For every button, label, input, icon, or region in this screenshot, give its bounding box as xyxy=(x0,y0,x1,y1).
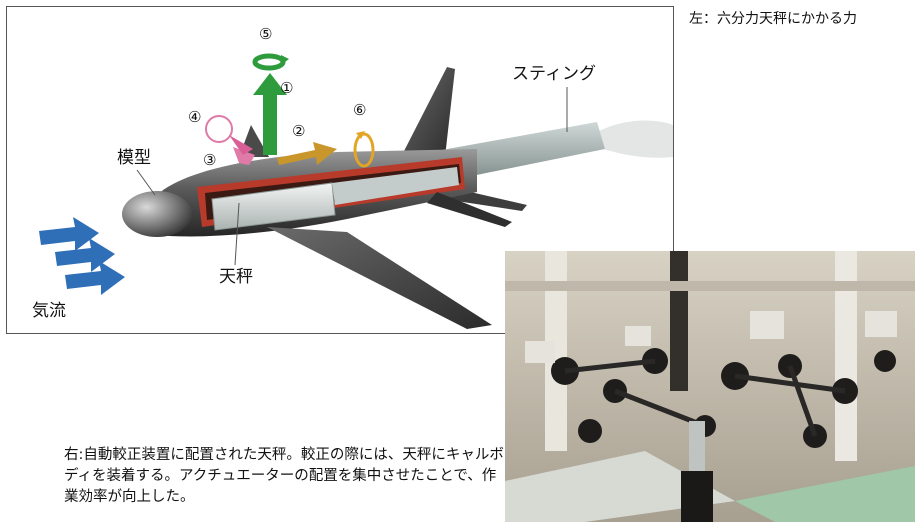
force-number-6: ⑥ xyxy=(353,101,367,119)
force-number-1: ① xyxy=(280,79,294,97)
airflow-label: 気流 xyxy=(32,301,66,321)
force-1-arrow xyxy=(253,73,287,155)
force-5-arrow xyxy=(252,53,289,71)
tail-fin xyxy=(402,67,455,157)
airflow-arrows xyxy=(39,217,125,295)
force-number-3: ③ xyxy=(203,151,217,169)
sting-label: スティング xyxy=(512,64,596,84)
force-number-5: ⑤ xyxy=(259,25,273,43)
force-4-arrow xyxy=(205,115,255,165)
force-2-arrow xyxy=(277,142,337,165)
force-number-4: ④ xyxy=(188,108,202,126)
force-number-2: ② xyxy=(292,122,306,140)
sting-plume xyxy=(597,120,673,158)
nose-cone xyxy=(122,191,192,237)
model-label: 模型 xyxy=(117,148,151,168)
calibration-apparatus-photo xyxy=(505,251,915,522)
aircraft-model-illustration xyxy=(39,53,673,329)
right-caption: 右:自動較正装置に配置された天秤。較正の際には、天秤にキャルボディを装着する。ア… xyxy=(64,447,504,505)
near-wing xyxy=(267,227,492,329)
balance-label: 天秤 xyxy=(219,267,253,287)
force-6-arrow xyxy=(353,131,375,168)
force-diagram-panel: 模型 天秤 気流 スティング ① ② ③ ④ ⑤ ⑥ xyxy=(6,6,674,334)
left-caption: 左：六分力天秤にかかる力 xyxy=(689,11,857,27)
balance-body xyxy=(211,182,336,231)
